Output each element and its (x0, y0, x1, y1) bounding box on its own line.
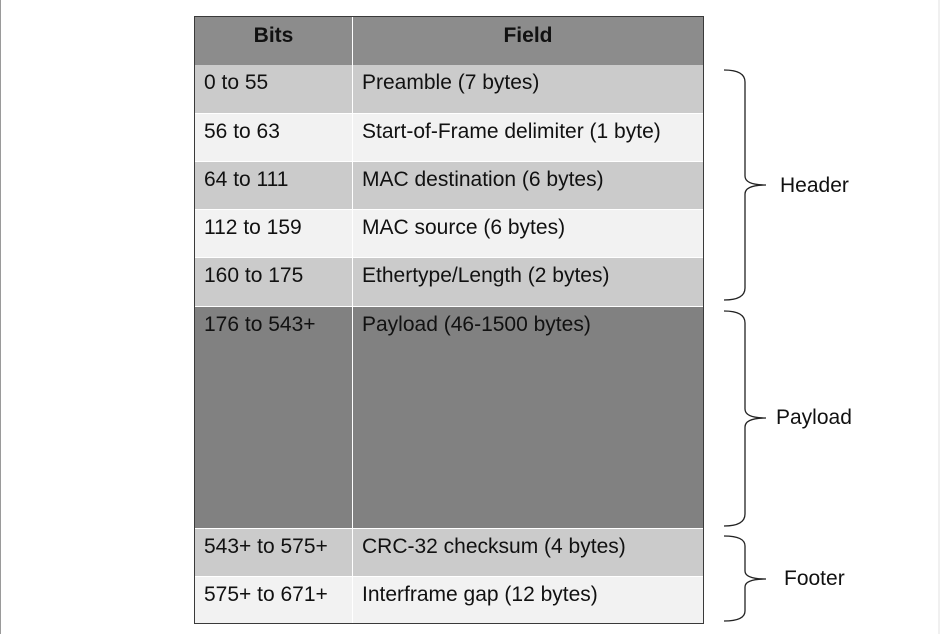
field-cell: Interframe gap (12 bytes) (352, 577, 703, 623)
bits-cell: 64 to 111 (204, 168, 289, 191)
bits-cell: 0 to 55 (204, 71, 269, 94)
table-row: 56 to 63 Start-of-Frame delimiter (1 byt… (195, 113, 703, 161)
field-cell: MAC destination (6 bytes) (352, 162, 703, 209)
column-header-bits: Bits (253, 24, 294, 47)
bits-cell: 176 to 543+ (204, 313, 316, 336)
field-cell: CRC-32 checksum (4 bytes) (352, 529, 703, 576)
field-cell: MAC source (6 bytes) (352, 210, 703, 257)
table-row: 160 to 175 Ethertype/Length (2 bytes) (195, 257, 703, 306)
table-row: 64 to 111 MAC destination (6 bytes) (195, 161, 703, 209)
field-cell: Payload (46-1500 bytes) (352, 307, 703, 528)
table-header-row: Bits Field (195, 17, 703, 65)
ethernet-frame-table: Bits Field 0 to 55 Preamble (7 bytes) 56… (194, 16, 704, 624)
table-row: 0 to 55 Preamble (7 bytes) (195, 65, 703, 113)
header-brace (723, 69, 767, 301)
bits-cell: 112 to 159 (204, 216, 302, 239)
header-brace-label: Header (780, 174, 849, 197)
footer-brace (723, 535, 767, 622)
table-row: 543+ to 575+ CRC-32 checksum (4 bytes) (195, 528, 703, 576)
bits-cell: 160 to 175 (204, 264, 304, 287)
field-cell: Start-of-Frame delimiter (1 byte) (352, 114, 703, 161)
table-row: 112 to 159 MAC source (6 bytes) (195, 209, 703, 257)
column-header-field: Field (352, 17, 703, 65)
field-cell: Preamble (7 bytes) (352, 65, 703, 113)
bits-cell: 575+ to 671+ (204, 583, 328, 606)
field-cell: Ethertype/Length (2 bytes) (352, 258, 703, 306)
payload-brace (723, 310, 767, 527)
left-margin-rule (0, 0, 1, 634)
bits-cell: 56 to 63 (204, 120, 280, 143)
payload-brace-label: Payload (776, 406, 852, 429)
table-row-payload: 176 to 543+ Payload (46-1500 bytes) (195, 306, 703, 528)
table-row: 575+ to 671+ Interframe gap (12 bytes) (195, 576, 703, 623)
bits-cell: 543+ to 575+ (204, 535, 328, 558)
footer-brace-label: Footer (784, 567, 845, 590)
right-margin-rule (938, 0, 940, 634)
